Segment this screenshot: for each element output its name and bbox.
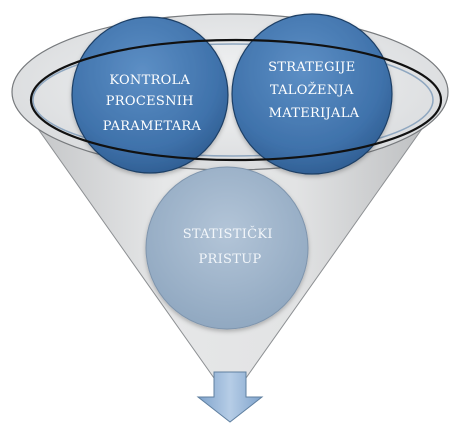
circle-statisticki-pristup — [145, 166, 309, 330]
funnel-inner-rim — [32, 43, 434, 157]
circle-1-label: KONTROLA PROCESNIH PARAMETARA — [103, 73, 202, 134]
circle-2-line-3: MATERIJALA — [269, 106, 360, 121]
circle-2-line-1: STRATEGIJE — [268, 60, 355, 75]
circle-3-label: STATISTIČKI PRISTUP — [183, 225, 278, 267]
circle-2-label: STRATEGIJE TALOŽENJA MATERIJALA — [268, 60, 360, 121]
circle-3-line-2: PRISTUP — [198, 252, 261, 267]
circle-1-line-3: PARAMETARA — [103, 119, 202, 134]
circle-strategije-talozenja-materijala — [231, 13, 393, 175]
circle-2-line-2: TALOŽENJA — [270, 82, 354, 98]
funnel-outer-outline — [29, 38, 443, 162]
circle-1-line-1: KONTROLA — [109, 73, 190, 88]
circle-kontrola-procesnih-parametara — [71, 16, 229, 174]
circle-1-line-2: PROCESNIH — [106, 94, 194, 109]
arrow-down-icon — [196, 371, 264, 423]
circle-3-line-1: STATISTIČKI — [183, 225, 273, 242]
